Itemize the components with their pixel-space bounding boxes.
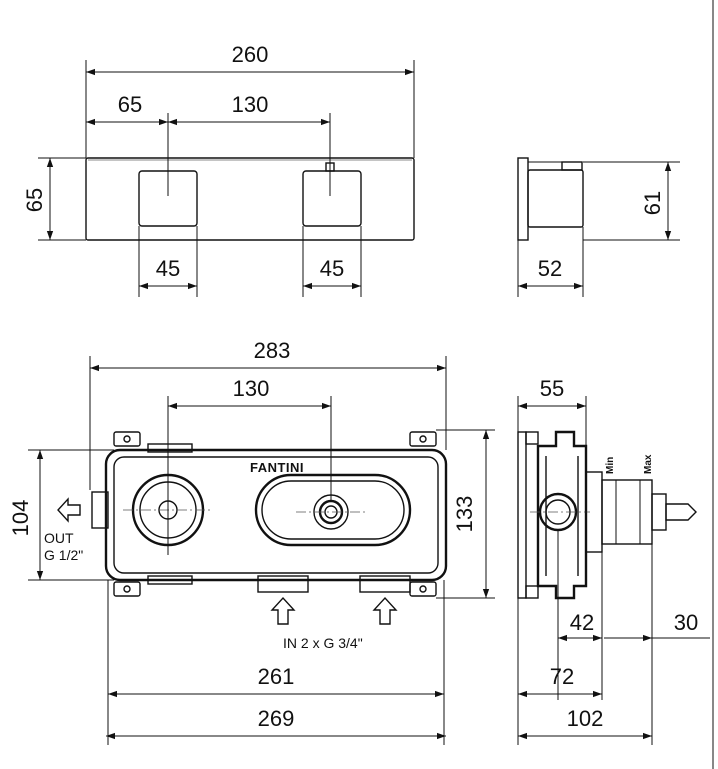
dim-133: 133 <box>436 429 495 599</box>
dim-283: 283 <box>89 338 447 490</box>
dim-261-label: 261 <box>258 664 295 689</box>
dim-269-label: 269 <box>258 706 295 731</box>
body-side-view: Min Max <box>517 430 697 600</box>
dim-45-left-label: 45 <box>156 256 180 281</box>
in-label: IN 2 x G 3/4" <box>283 635 363 651</box>
dim-65-height: 65 <box>22 157 86 241</box>
top-side-view: 61 52 <box>517 157 680 297</box>
dim-55: 55 <box>517 376 587 446</box>
dim-260-label: 260 <box>232 42 269 67</box>
min-label: Min <box>605 457 616 474</box>
dim-130-body-label: 130 <box>233 376 270 401</box>
dim-260: 260 <box>85 42 415 158</box>
dim-55-label: 55 <box>540 376 564 401</box>
dim-283-label: 283 <box>254 338 291 363</box>
handle-right <box>302 170 362 227</box>
in-arrow-right-icon <box>372 596 398 625</box>
top-view-plate <box>85 113 415 241</box>
dim-65-label: 65 <box>118 92 142 117</box>
dim-102-label: 102 <box>567 706 604 731</box>
body-view: FANTINI OUT G 1/2" IN 2 x G 3/4" <box>44 396 448 651</box>
dim-104-label: 104 <box>8 500 33 537</box>
dim-61-label: 61 <box>640 191 665 215</box>
dim-42-30: 42 30 <box>557 530 710 745</box>
dim-45-45: 45 45 <box>138 226 362 297</box>
dim-72-102: 72 102 <box>517 598 652 745</box>
brand-label: FANTINI <box>250 460 304 475</box>
out-arrow-icon <box>57 497 81 523</box>
out-label-1: OUT <box>44 530 74 546</box>
dim-130-body: 130 <box>168 376 331 410</box>
dim-65-height-label: 65 <box>22 188 47 212</box>
max-label: Max <box>643 454 654 474</box>
dim-72-label: 72 <box>550 664 574 689</box>
dim-45-right-label: 45 <box>320 256 344 281</box>
dim-133-label: 133 <box>452 496 477 533</box>
dim-65-130: 65 130 <box>86 92 330 126</box>
dim-42-label: 42 <box>570 610 594 635</box>
out-label-2: G 1/2" <box>44 547 83 563</box>
dim-130-top-label: 130 <box>232 92 269 117</box>
dim-261-269: 261 269 <box>106 580 446 745</box>
in-arrow-left-icon <box>270 596 296 625</box>
dim-30-label: 30 <box>674 610 698 635</box>
dim-52-label: 52 <box>538 256 562 281</box>
dim-104: 104 <box>8 449 114 581</box>
